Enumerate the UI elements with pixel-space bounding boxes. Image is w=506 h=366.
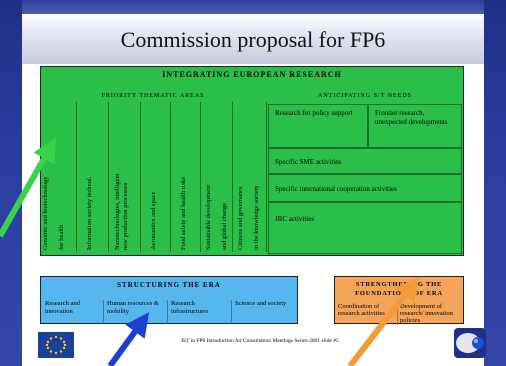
structuring-era-title: STRUCTURING THE ERA <box>117 281 221 289</box>
international-cooperation-box: Specific international cooperation activ… <box>268 174 462 202</box>
eu-stars-icon <box>45 335 67 355</box>
priority-area-label: Information society technol. <box>86 176 93 250</box>
sfe-item-development-policies: Development of research/ innovation poli… <box>400 303 453 324</box>
jrc-activities-label: JRC activities <box>275 215 315 223</box>
sera-item-human-resources: Human resources & mobility <box>104 300 168 324</box>
priority-area-label: Aeronautics and space <box>150 191 157 250</box>
ier-title: INTEGRATING EUROPEAN RESEARCH <box>162 70 342 79</box>
sera-item-research-innovation: Research and innovation <box>42 300 104 324</box>
priority-area-ist: Information society technol. <box>76 102 109 252</box>
priority-area-food-safety: Food safety and health risks <box>170 102 201 252</box>
slide-footer: IST in FP6 Introduction for Consultation… <box>181 338 339 344</box>
research-policy-support-box: Research for policy support <box>268 104 368 148</box>
research-policy-support-label: Research for policy support <box>275 109 353 117</box>
structuring-era-box <box>40 276 298 324</box>
integrating-european-research-box <box>40 66 464 256</box>
sera-item-research-infrastructures: Research infrastructures <box>168 300 232 324</box>
jrc-activities-box: JRC activities <box>268 202 462 254</box>
priority-area-label: Food safety and health risks <box>180 177 187 250</box>
priority-thematic-areas-title: PRIORITY THEMATIC AREAS <box>101 93 205 99</box>
title-bar <box>22 14 484 64</box>
anticipating-needs-title: ANTICIPATING S/T NEEDS <box>317 93 412 99</box>
ist-logo-icon <box>454 328 486 358</box>
sme-activities-label: Specific SME activities <box>275 158 342 166</box>
frontier-research-label: Frontier research, unexpected developmen… <box>375 109 448 126</box>
title-bar-band <box>22 0 484 14</box>
priority-area-aeronautics: Aeronautics and space <box>140 102 171 252</box>
sera-item-science-society: Science and society <box>235 300 287 307</box>
frontier-research-box: Frontier research, unexpected developmen… <box>368 104 462 148</box>
eu-flag-icon <box>38 332 74 358</box>
slide-right-border <box>484 0 506 366</box>
slide-left-border <box>0 0 22 366</box>
strengthening-foundations-title: STRENGTHENING THE FOUNDATIONS OF ERA <box>355 281 443 297</box>
slide-title: Commission proposal for FP6 <box>120 27 386 52</box>
sfe-item-coordination: Coordination of research activities <box>336 303 398 325</box>
international-cooperation-label: Specific international cooperation activ… <box>275 185 397 193</box>
blue-arrow <box>107 312 150 366</box>
sme-activities-box: Specific SME activities <box>268 148 462 174</box>
